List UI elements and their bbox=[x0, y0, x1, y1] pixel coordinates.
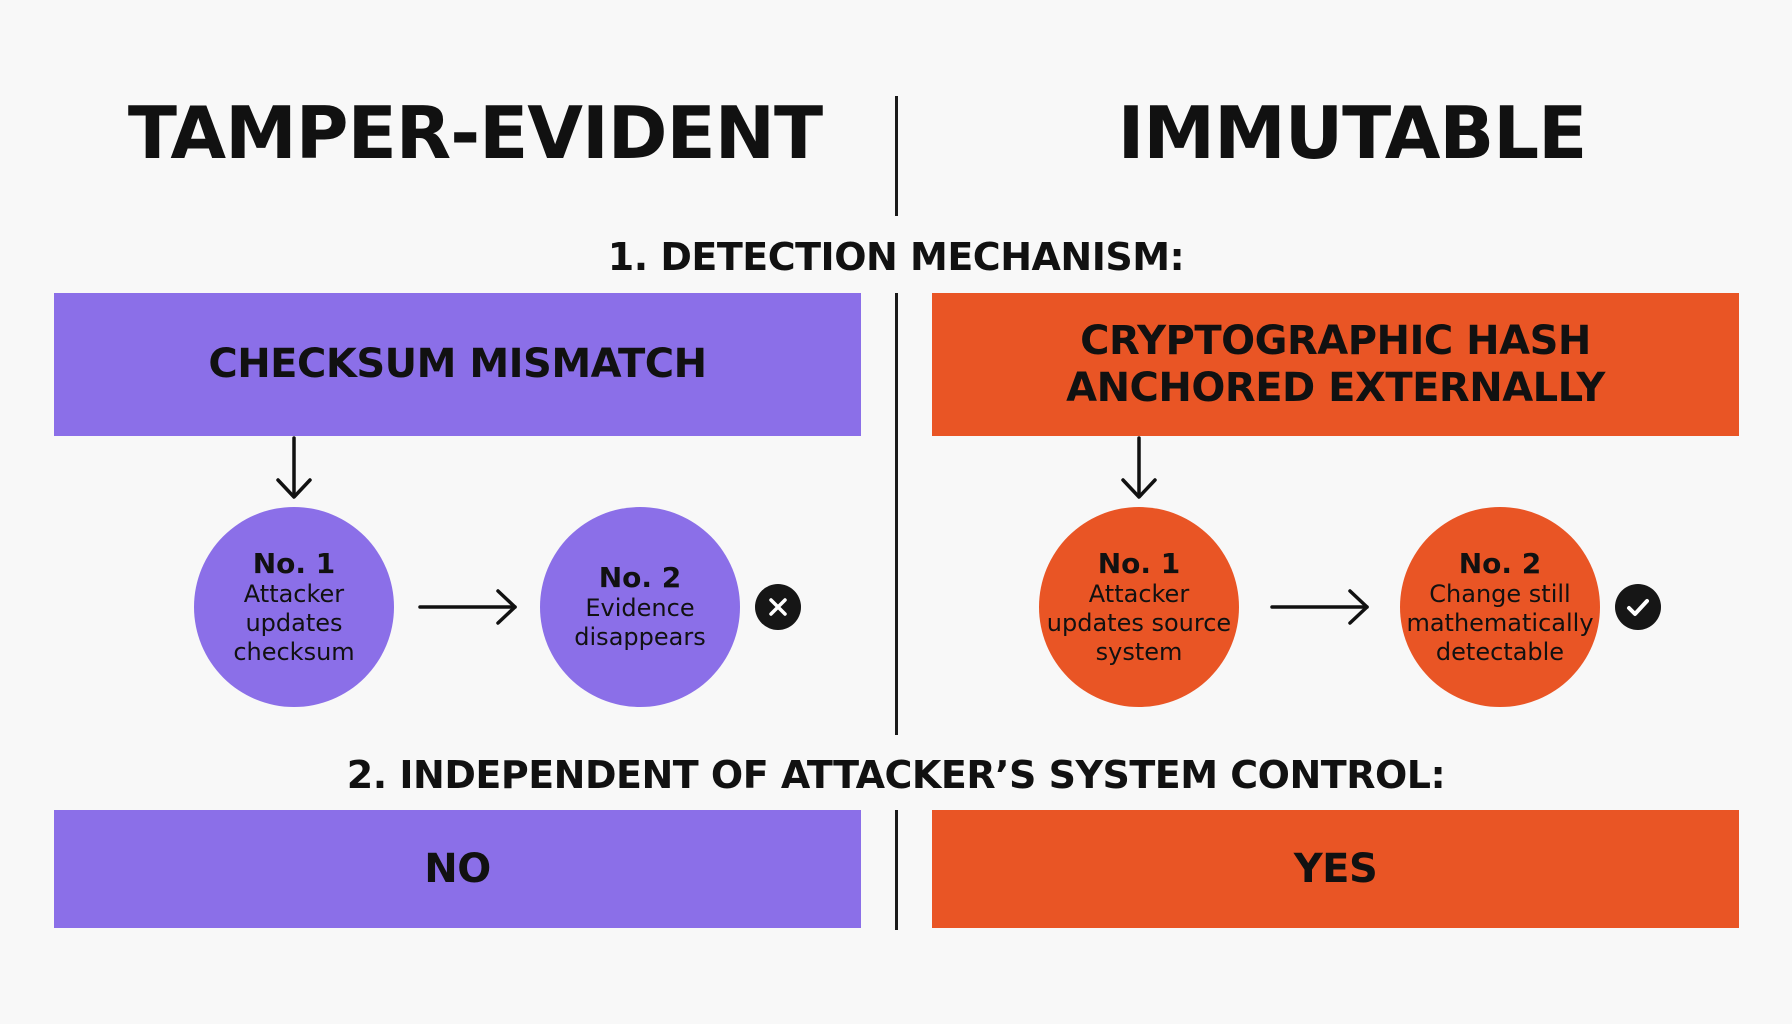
checkmark-icon bbox=[1615, 584, 1661, 630]
right-step-1-circle: No. 1 Attacker updates source system bbox=[1039, 507, 1239, 707]
column-divider-middle bbox=[895, 293, 898, 735]
step-number: No. 1 bbox=[252, 546, 336, 580]
right-down-arrow-icon bbox=[1121, 436, 1157, 499]
tamper-evident-answer-bar: NO bbox=[54, 810, 861, 928]
step-text: Evidence disappears bbox=[574, 594, 706, 651]
step-number: No. 2 bbox=[598, 561, 682, 594]
left-step-1-circle: No. 1 Attacker updates checksum bbox=[194, 507, 394, 707]
answer-yes-label: YES bbox=[1293, 845, 1378, 892]
left-step-arrow-icon bbox=[418, 589, 517, 625]
answer-no-label: NO bbox=[424, 845, 491, 892]
immutable-answer-bar: YES bbox=[932, 810, 1739, 928]
step-text: Change still mathematically detectable bbox=[1406, 579, 1594, 666]
cryptographic-hash-bar: CRYPTOGRAPHIC HASH ANCHORED EXTERNALLY bbox=[932, 293, 1739, 436]
left-step-2-circle: No. 2 Evidence disappears bbox=[540, 507, 740, 707]
independence-heading: 2. INDEPENDENT OF ATTACKER’S SYSTEM CONT… bbox=[346, 753, 1446, 797]
cryptographic-hash-label: CRYPTOGRAPHIC HASH ANCHORED EXTERNALLY bbox=[1066, 317, 1605, 411]
detection-mechanism-heading: 1. DETECTION MECHANISM: bbox=[607, 235, 1185, 279]
step-text: Attacker updates checksum bbox=[233, 579, 355, 666]
tamper-evident-title: TAMPER-EVIDENT bbox=[127, 91, 823, 175]
left-down-arrow-icon bbox=[276, 436, 312, 499]
column-divider-top bbox=[895, 96, 898, 216]
step-number: No. 1 bbox=[1097, 546, 1181, 580]
step-text: Attacker updates source system bbox=[1046, 579, 1232, 666]
step-number: No. 2 bbox=[1458, 546, 1542, 580]
checksum-mismatch-label: CHECKSUM MISMATCH bbox=[208, 341, 707, 387]
right-step-2-circle: No. 2 Change still mathematically detect… bbox=[1400, 507, 1600, 707]
immutable-title: IMMUTABLE bbox=[1117, 91, 1588, 175]
x-mark-icon bbox=[755, 584, 801, 630]
column-divider-bottom bbox=[895, 810, 898, 930]
right-step-arrow-icon bbox=[1270, 589, 1369, 625]
checksum-mismatch-bar: CHECKSUM MISMATCH bbox=[54, 293, 861, 436]
